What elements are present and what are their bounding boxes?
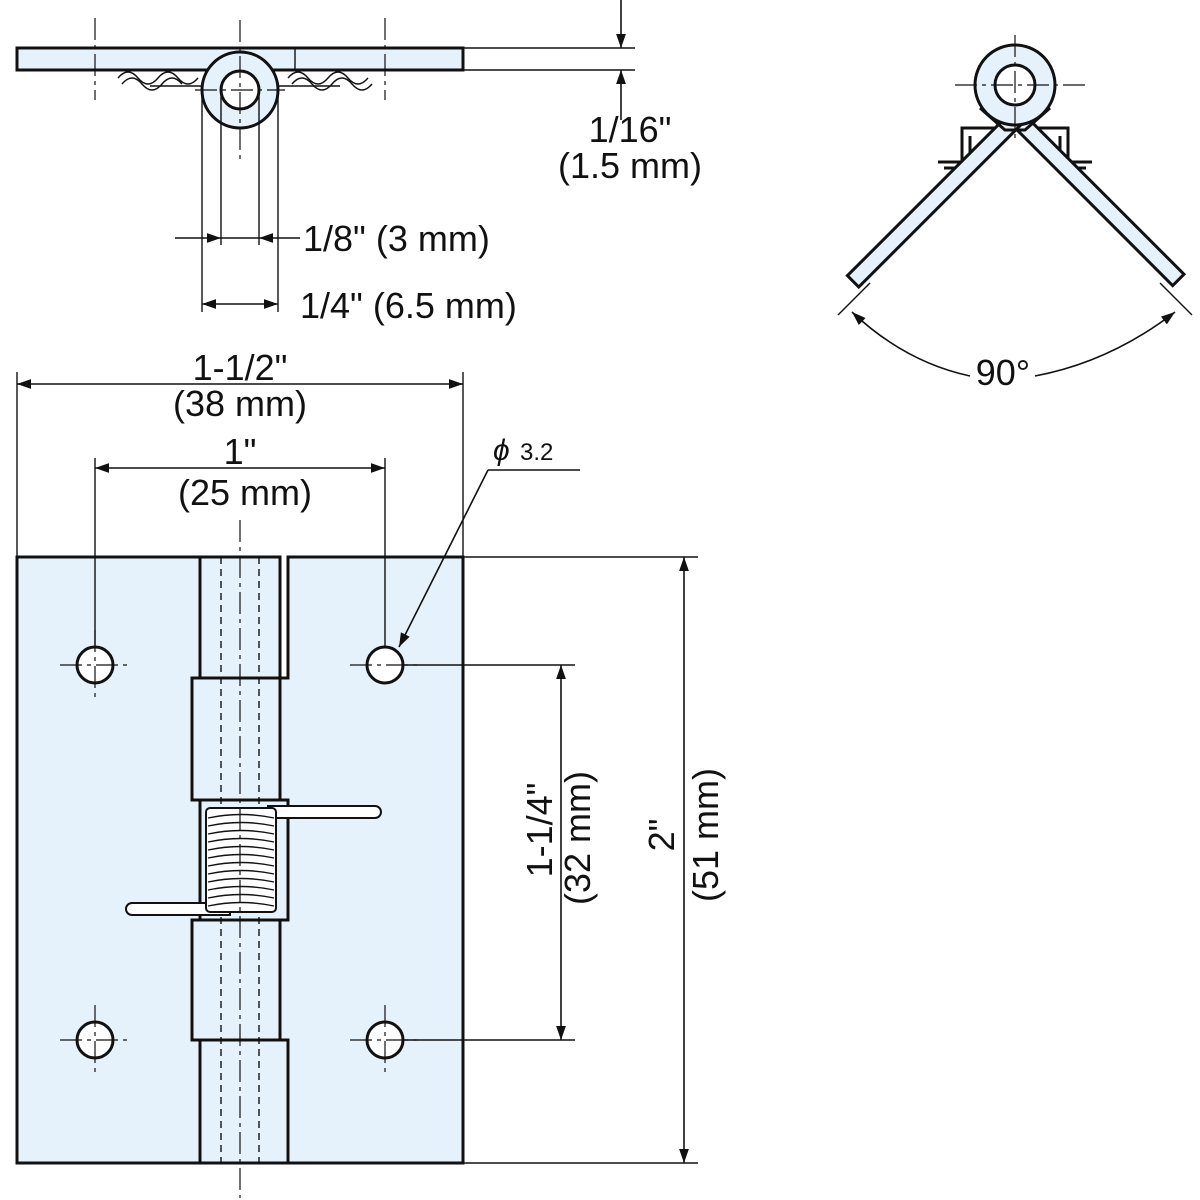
spring-arm-upper — [267, 805, 382, 819]
hole-leader-line — [398, 469, 489, 648]
front-view-leaf-left — [15, 555, 202, 1165]
knuckle-segment-4 — [190, 918, 282, 1042]
knuckle-segment-2 — [190, 676, 282, 802]
hole-diameter-value: 3.2 — [520, 439, 553, 466]
overall-width-metric: (38 mm) — [173, 383, 307, 424]
hole-spacing-v-imperial: 1-1/4" — [519, 783, 560, 878]
side-view-leaf-left — [1007, 109, 1187, 288]
spring-arm-lower — [125, 902, 231, 916]
side-view-knuckle-joint — [979, 106, 1051, 132]
overall-height-metric: (51 mm) — [685, 768, 726, 902]
angle-extension-left — [837, 282, 871, 316]
front-view-leaf-right — [278, 555, 465, 1165]
thickness-label-imperial: 1/16" — [589, 109, 672, 150]
overall-width-imperial: 1-1/2" — [193, 347, 288, 388]
hole-spacing-v-metric: (32 mm) — [557, 771, 598, 905]
overall-height-imperial: 2" — [641, 819, 682, 852]
opening-angle-label: 90° — [976, 352, 1030, 393]
front-view — [15, 520, 465, 1198]
pin-diameter-label: 1/8" (3 mm) — [303, 218, 490, 259]
spring-wire-wave-2 — [121, 77, 373, 91]
angle-arc-left — [851, 311, 971, 377]
hole-diameter-symbol: ϕ — [493, 434, 510, 467]
angle-extension-right — [1159, 282, 1193, 316]
top-view: 1/16" (1.5 mm) 1/8" (3 mm) 1/4" (6.5 mm) — [15, 0, 702, 326]
spring-saddle — [938, 126, 1092, 164]
knuckle-segment-5 — [198, 1038, 290, 1165]
side-view-leaf-right — [845, 110, 1024, 290]
spring-wire-wave — [117, 71, 369, 85]
angle-arc-right — [1034, 311, 1176, 377]
hole-spacing-h-imperial: 1" — [224, 431, 257, 472]
front-view-dimensions: 1-1/2" (38 mm) 1" (25 mm) ϕ 3.2 1-1/4" (… — [16, 347, 726, 1164]
thickness-label-metric: (1.5 mm) — [558, 145, 702, 186]
hole-spacing-h-metric: (25 mm) — [178, 472, 312, 513]
side-view: 90° — [837, 35, 1193, 393]
knuckle-diameter-label: 1/4" (6.5 mm) — [300, 285, 517, 326]
torsion-spring-coil — [205, 807, 277, 913]
